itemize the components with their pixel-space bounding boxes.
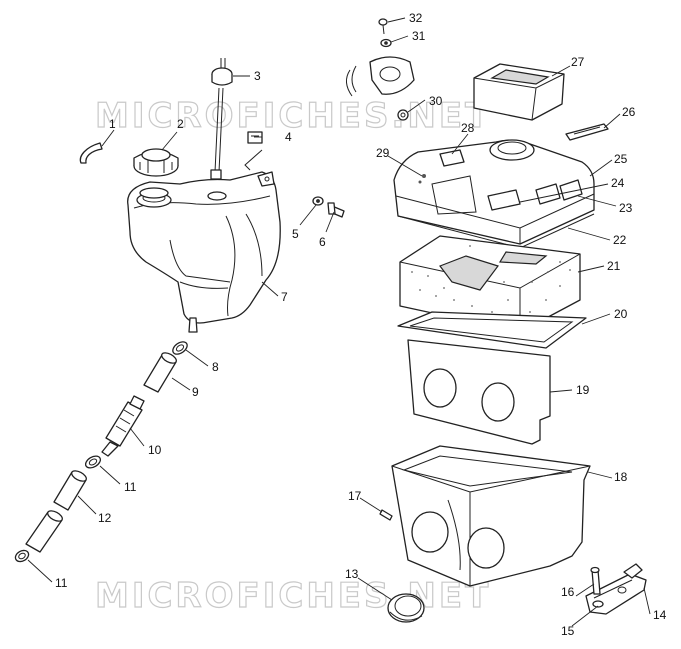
- callout-2: 2: [177, 117, 184, 131]
- callout-21: 21: [607, 259, 621, 273]
- intake-tube: [346, 56, 415, 97]
- part-25-airbox-cover: [393, 139, 595, 245]
- watermark-bottom: MICROFICHES.NET: [95, 576, 491, 616]
- part-32-screw: [378, 18, 388, 35]
- callout-11-lower: 11: [55, 576, 68, 590]
- callout-17: 17: [348, 489, 362, 503]
- callout-30: 30: [429, 94, 443, 108]
- callout-19: 19: [576, 383, 590, 397]
- callout-32: 32: [409, 11, 423, 25]
- callout-20: 20: [614, 307, 628, 321]
- callout-18: 18: [614, 470, 628, 484]
- callout-3: 3: [254, 69, 261, 83]
- callout-1: 1: [109, 117, 116, 131]
- callout-28: 28: [461, 121, 475, 135]
- callout-9: 9: [192, 385, 199, 399]
- part-30-grommet: [397, 109, 409, 121]
- callout-6: 6: [319, 235, 326, 249]
- callout-10: 10: [148, 443, 162, 457]
- part-16-bolt: [590, 566, 601, 595]
- callout-27: 27: [571, 55, 585, 69]
- leader-lines: [27, 17, 651, 627]
- callout-numbers: 1 2 3 4 5 6 7 8 9 10 11 12 11 13 14 15 1…: [55, 11, 667, 638]
- callout-29: 29: [376, 146, 390, 160]
- part-20-gasket: [397, 311, 587, 349]
- part-19-baffle-plate: [407, 339, 551, 445]
- callout-11-upper: 11: [124, 480, 137, 494]
- part-9-hose: [143, 352, 177, 393]
- part-26-strip: [565, 123, 609, 141]
- callout-4: 4: [285, 130, 292, 144]
- part-4-clip: [244, 131, 263, 171]
- part-21-foam-filter: [399, 235, 581, 333]
- watermark-top: MICROFICHES.NET: [95, 96, 491, 136]
- part-31-washer: [380, 38, 392, 48]
- callout-8: 8: [212, 360, 219, 374]
- part-5-washer: [312, 196, 324, 206]
- callout-24: 24: [611, 176, 625, 190]
- callout-26: 26: [622, 105, 636, 119]
- part-18-airbox-base: [391, 445, 591, 587]
- part-13-clamp-ring: [387, 593, 425, 623]
- part-12-hose: [25, 470, 87, 553]
- callout-31: 31: [412, 29, 426, 43]
- callout-23: 23: [619, 201, 633, 215]
- part-2-fuel-cap: [133, 148, 179, 177]
- callout-22: 22: [613, 233, 627, 247]
- callout-7: 7: [281, 290, 288, 304]
- part-11-clamp-upper: [84, 455, 102, 469]
- callout-12: 12: [98, 511, 112, 525]
- part-6-bolt: [327, 202, 345, 218]
- part-3-fuel-gauge-sender: [210, 58, 233, 180]
- part-27-foam-block: [473, 63, 565, 121]
- callout-16: 16: [561, 585, 575, 599]
- callout-5: 5: [292, 227, 299, 241]
- part-15-washer: [592, 600, 604, 608]
- part-1-breather-hose: [79, 142, 103, 164]
- part-17-screw: [379, 509, 393, 521]
- part-11-clamp-lower: [14, 549, 30, 563]
- part-10-fuel-filter: [101, 395, 145, 457]
- callout-25: 25: [614, 152, 628, 166]
- callout-15: 15: [561, 624, 575, 638]
- callout-13: 13: [345, 567, 359, 581]
- part-8-clamp: [172, 341, 188, 355]
- callout-14: 14: [653, 608, 667, 622]
- part-7-fuel-tank: [127, 171, 281, 333]
